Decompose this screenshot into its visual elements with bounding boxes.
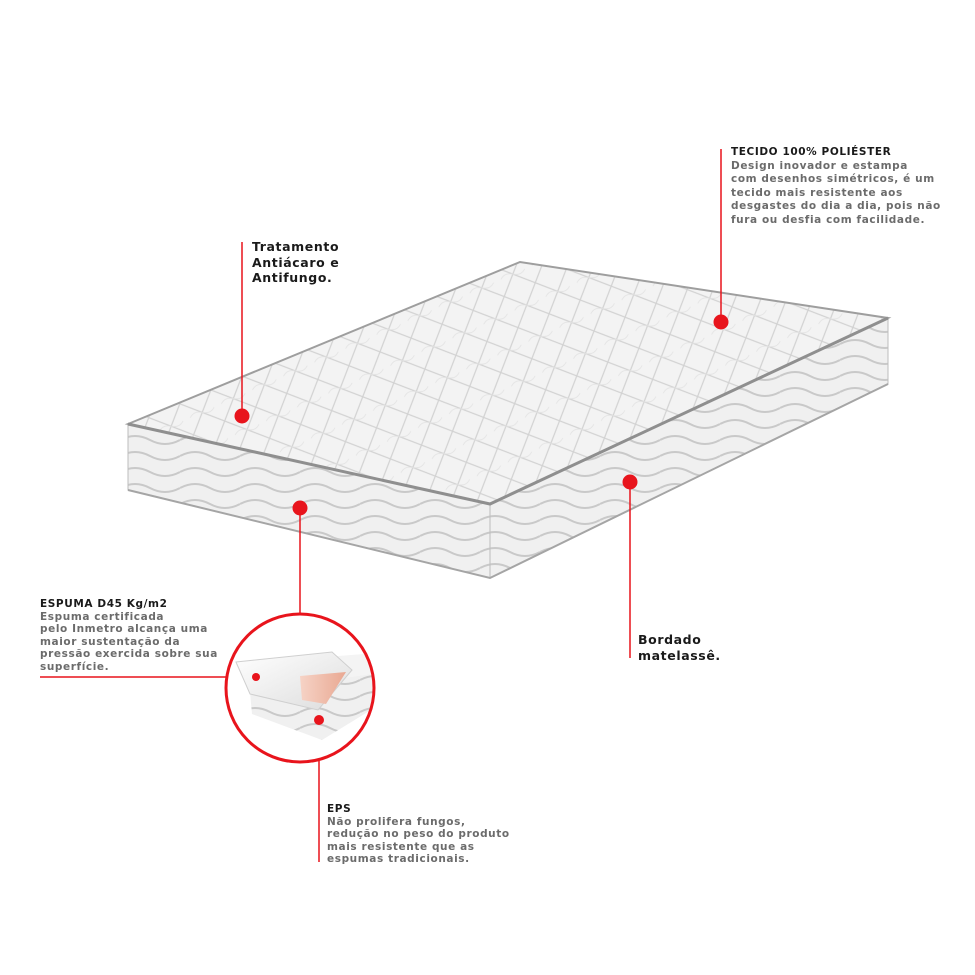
callout-eps-title: EPS — [327, 803, 352, 815]
mattress-piping-front — [127, 316, 889, 506]
callout-espuma: ESPUMA D45 Kg/m2 Espuma certificada pelo… — [40, 598, 218, 673]
hotspots — [234, 314, 729, 516]
hotspot-espuma — [252, 673, 260, 681]
callout-eps: EPS Não prolifera fungos, redução no pes… — [327, 803, 510, 866]
callout-eps-body: Não prolifera fungos, redução no peso do… — [327, 815, 510, 866]
hotspot-bordado — [622, 474, 638, 490]
hotspot-tecido — [713, 314, 729, 330]
hotspot-eps — [314, 715, 324, 725]
mattress-piping-bottom — [127, 383, 889, 580]
callout-tecido-body: Design inovador e estampa com desenhos s… — [731, 159, 941, 226]
foam-detail-lens — [224, 612, 376, 764]
callout-espuma-body: Espuma certificada pelo Inmetro alcança … — [40, 610, 218, 673]
callout-tratamento: Tratamento Antiácaro e Antifungo. — [252, 239, 339, 286]
callout-bordado: Bordado matelassê. — [638, 632, 721, 664]
callout-tecido: TECIDO 100% POLIÉSTER Design inovador e … — [731, 146, 941, 227]
callout-bordado-title: Bordado matelassê. — [638, 632, 721, 663]
callout-tecido-title: TECIDO 100% POLIÉSTER — [731, 146, 892, 158]
callout-tratamento-title: Tratamento Antiácaro e Antifungo. — [252, 239, 340, 285]
hotspot-espuma-source — [292, 500, 308, 516]
hotspot-tratamento — [234, 408, 250, 424]
eps-layer — [300, 672, 346, 704]
mattress — [124, 260, 892, 580]
callout-espuma-title: ESPUMA D45 Kg/m2 — [40, 598, 168, 610]
